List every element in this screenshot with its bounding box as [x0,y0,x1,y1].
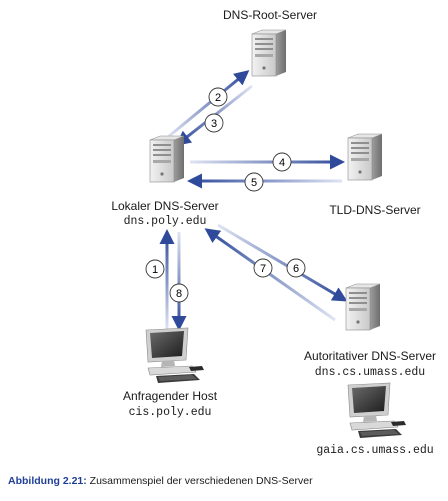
requester-computer-icon [145,327,205,384]
step-7: 7 [253,258,273,278]
caption-text: Zusammenspiel der verschiedenen DNS-Serv… [89,475,313,487]
step-6-label: 6 [293,263,299,275]
root-server-icon [251,29,287,77]
tld-server-icon [347,133,383,181]
target-computer-icon [347,382,407,439]
local-server-host: dns.poly.edu [123,215,207,228]
step-3-label: 3 [211,118,217,130]
auth-server-icon [345,283,381,331]
step-6: 6 [286,258,306,278]
step-4-label: 4 [279,157,285,169]
arrow-2 [167,70,250,139]
requester-label: Anfragender Host [122,389,218,403]
step-4: 4 [272,152,292,172]
figure-caption: Abbildung 2.21: Zusammenspiel der versch… [8,475,313,487]
target-host: gaia.cs.umass.edu [316,444,434,457]
auth-server-host: dns.cs.umass.edu [314,366,426,379]
step-circles: 2 3 4 5 1 8 7 [145,87,306,303]
caption-label: Abbildung 2.21: [8,475,87,487]
step-5: 5 [244,172,264,192]
step-5-label: 5 [251,177,257,189]
step-8: 8 [169,283,189,303]
arrow-6 [217,223,348,302]
tld-server-label: TLD-DNS-Server [329,203,421,217]
requester-host: cis.poly.edu [128,406,212,419]
step-7-label: 7 [260,263,266,275]
step-1-label: 1 [152,264,158,276]
step-2-label: 2 [215,92,221,104]
step-2: 2 [208,87,228,107]
local-server-icon [149,135,185,183]
root-server-label: DNS-Root-Server [222,8,318,22]
step-3: 3 [204,113,224,133]
auth-server-label: Autoritativer DNS-Server [303,349,437,363]
arrow-7 [204,228,336,322]
step-1: 1 [145,259,165,279]
local-server-label: Lokaler DNS-Server [111,199,219,213]
step-8-label: 8 [176,288,182,300]
